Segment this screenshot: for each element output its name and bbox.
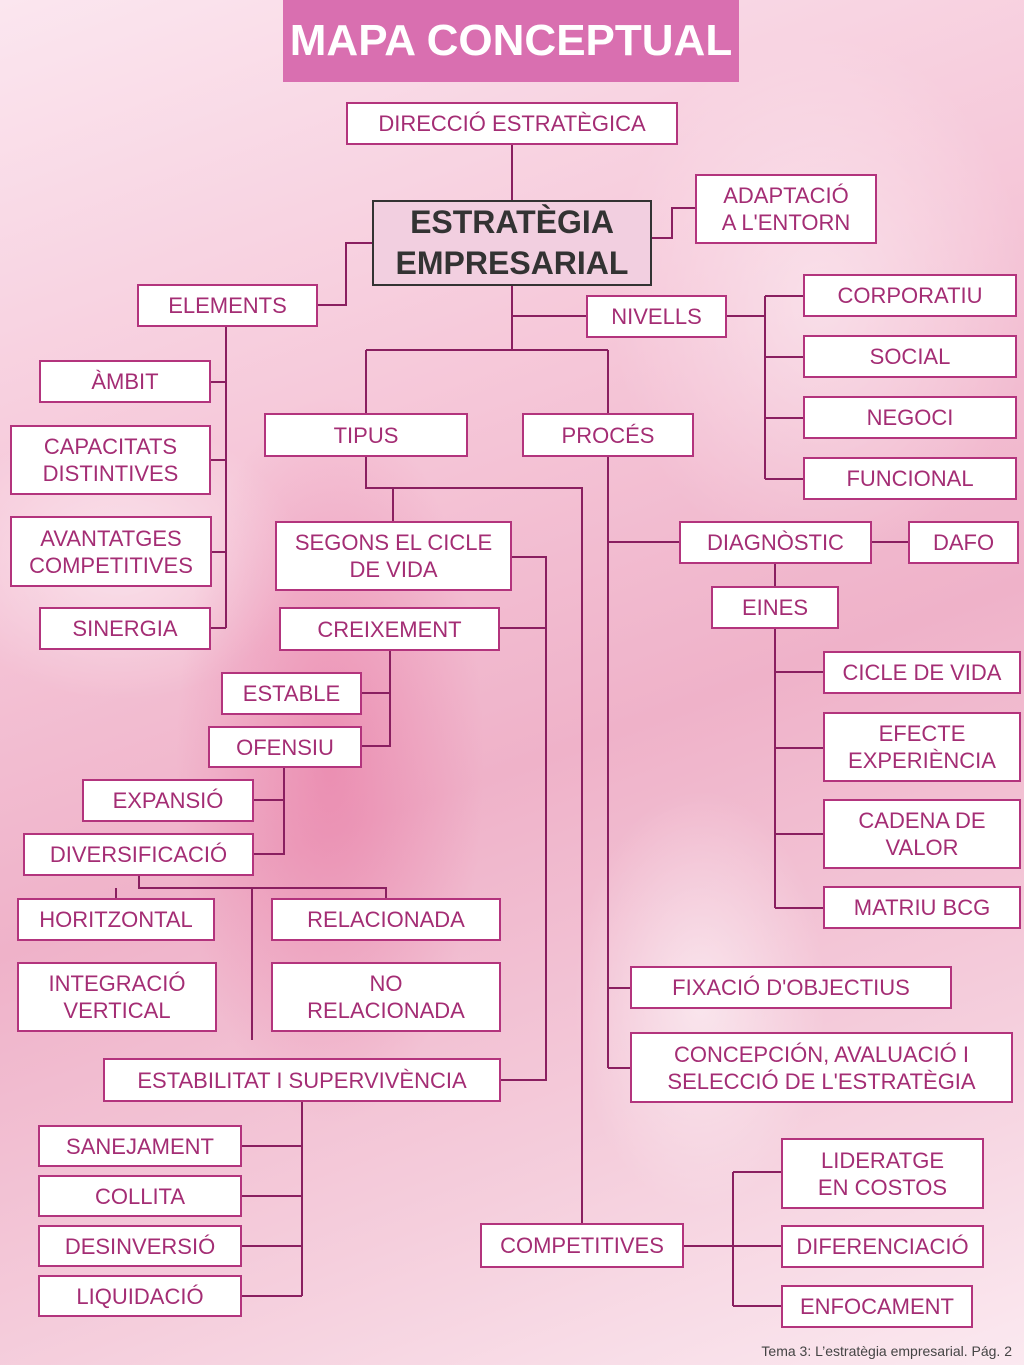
node-fixacio-objectius: FIXACIÓ D'OBJECTIUS <box>630 966 952 1009</box>
node-cadena-valor: CADENA DE VALOR <box>823 799 1021 869</box>
node-elements: ELEMENTS <box>137 284 318 327</box>
node-eines: EINES <box>711 586 839 629</box>
node-nivells: NIVELLS <box>586 295 727 338</box>
page-footer: Tema 3: L’estratègia empresarial. Pág. 2 <box>761 1343 1012 1359</box>
node-tipus: TIPUS <box>264 413 468 457</box>
node-cicle-de-vida: CICLE DE VIDA <box>823 651 1021 694</box>
node-integracio-vertical: INTEGRACIÓ VERTICAL <box>17 962 217 1032</box>
node-capacitats-distintives: CAPACITATS DISTINTIVES <box>10 425 211 495</box>
node-estable: ESTABLE <box>221 672 362 715</box>
node-sinergia: SINERGIA <box>39 607 211 650</box>
node-corporatiu: CORPORATIU <box>803 274 1017 317</box>
node-adaptacio-entorn: ADAPTACIÓ A L'ENTORN <box>695 174 877 244</box>
node-diferenciacio: DIFERENCIACIÓ <box>781 1225 984 1268</box>
node-segons-cicle-vida: SEGONS EL CICLE DE VIDA <box>275 521 512 591</box>
node-dafo: DAFO <box>908 521 1019 564</box>
node-no-relacionada: NO RELACIONADA <box>271 962 501 1032</box>
node-direccio-estrategica: DIRECCIÓ ESTRATÈGICA <box>346 102 678 145</box>
node-collita: COLLITA <box>38 1175 242 1217</box>
node-enfocament: ENFOCAMENT <box>781 1285 973 1328</box>
node-social: SOCIAL <box>803 335 1017 378</box>
node-liquidacio: LIQUIDACIÓ <box>38 1275 242 1317</box>
node-lideratge-costos: LIDERATGE EN COSTOS <box>781 1138 984 1209</box>
node-horitzontal: HORITZONTAL <box>17 898 215 941</box>
node-avantatges-competitives: AVANTATGES COMPETITIVES <box>10 516 212 587</box>
node-estabilitat-supervivencia: ESTABILITAT I SUPERVIVÈNCIA <box>103 1058 501 1102</box>
node-creixement: CREIXEMENT <box>279 607 500 651</box>
node-relacionada: RELACIONADA <box>271 898 501 941</box>
node-desinversio: DESINVERSIÓ <box>38 1225 242 1267</box>
node-diversificacio: DIVERSIFICACIÓ <box>23 833 254 876</box>
node-negoci: NEGOCI <box>803 396 1017 439</box>
node-sanejament: SANEJAMENT <box>38 1125 242 1167</box>
node-expansio: EXPANSIÓ <box>82 779 254 822</box>
node-matriu-bcg: MATRIU BCG <box>823 886 1021 929</box>
node-diagnostic: DIAGNÒSTIC <box>679 521 872 564</box>
node-ambit: ÀMBIT <box>39 360 211 403</box>
node-ofensiu: OFENSIU <box>208 726 362 768</box>
node-proces: PROCÉS <box>522 413 694 457</box>
node-competitives: COMPETITIVES <box>480 1223 684 1268</box>
node-concepcio-avaluacio: CONCEPCIÓN, AVALUACIÓ I SELECCIÓ DE L'ES… <box>630 1032 1013 1103</box>
node-funcional: FUNCIONAL <box>803 457 1017 500</box>
node-efecte-experiencia: EFECTE EXPERIÈNCIA <box>823 712 1021 782</box>
page-title: MAPA CONCEPTUAL <box>283 0 739 82</box>
node-estrategia-empresarial: ESTRATÈGIA EMPRESARIAL <box>372 200 652 286</box>
